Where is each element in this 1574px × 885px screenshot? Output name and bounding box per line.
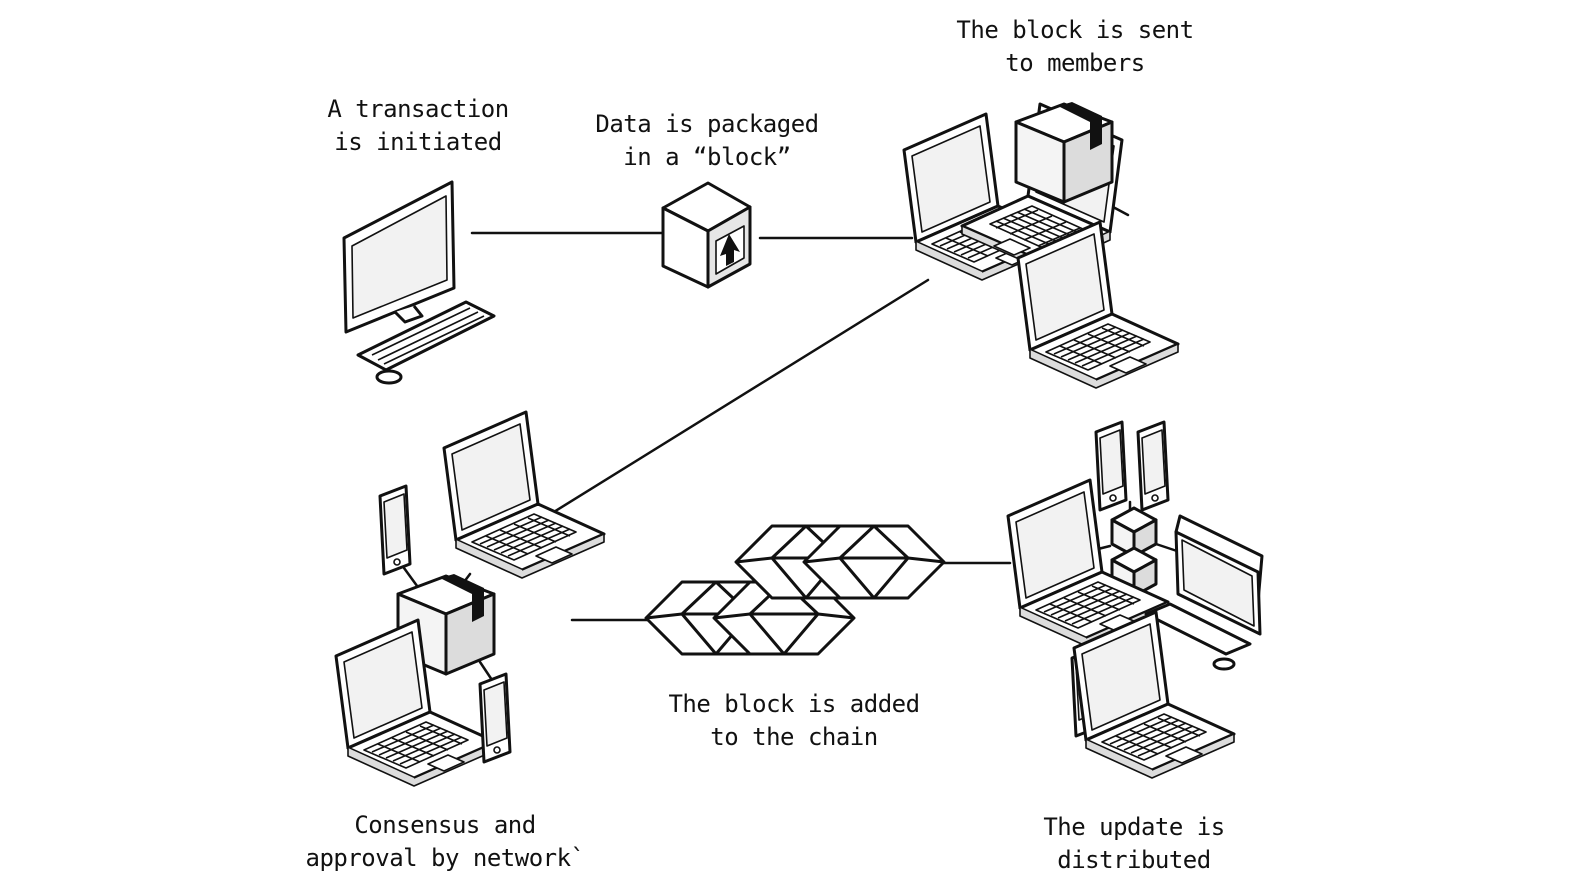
smartphone-icon xyxy=(478,672,512,764)
step-2-label: Data is packaged in a “block” xyxy=(567,108,847,174)
smartphone-icon xyxy=(378,484,412,576)
desktop-computer-icon xyxy=(1144,514,1264,671)
step-1-line-2: is initiated xyxy=(334,128,502,156)
upload-arrow-icon xyxy=(720,234,740,266)
step-3-line-2: to members xyxy=(1005,49,1145,77)
step-1-label: A transaction is initiated xyxy=(298,93,538,159)
step-3-label: The block is sent to members xyxy=(935,14,1215,80)
smartphone-icon xyxy=(1136,420,1170,512)
members-cluster xyxy=(902,100,1180,390)
step-6-line-1: The update is xyxy=(1043,813,1225,841)
step-2-line-2: in a “block” xyxy=(623,143,791,171)
data-block-icon xyxy=(661,181,752,289)
step-5-line-1: The block is added xyxy=(668,690,920,718)
step-1-line-1: A transaction xyxy=(327,95,509,123)
step-6-label: The update is distributed xyxy=(1014,811,1254,877)
step-5-label: The block is added to the chain xyxy=(644,688,944,754)
step-4-line-2: approval by network` xyxy=(305,844,585,872)
step-3-line-1: The block is sent xyxy=(956,16,1194,44)
step-4-label: Consensus and approval by network` xyxy=(285,809,605,875)
chain-blocks-icon xyxy=(644,524,946,656)
step-2-line-1: Data is packaged xyxy=(595,110,819,138)
smartphone-icon xyxy=(1094,420,1128,512)
desktop-computer-icon xyxy=(342,180,496,385)
distribution-cluster xyxy=(1006,420,1264,780)
step-6-line-2: distributed xyxy=(1057,846,1211,874)
step-5-line-2: to the chain xyxy=(710,723,878,751)
connector-lines xyxy=(470,231,1012,622)
consensus-cluster xyxy=(334,410,606,788)
step-4-line-1: Consensus and xyxy=(354,811,536,839)
package-box-icon xyxy=(1014,100,1114,204)
laptop-icon xyxy=(1016,220,1180,390)
